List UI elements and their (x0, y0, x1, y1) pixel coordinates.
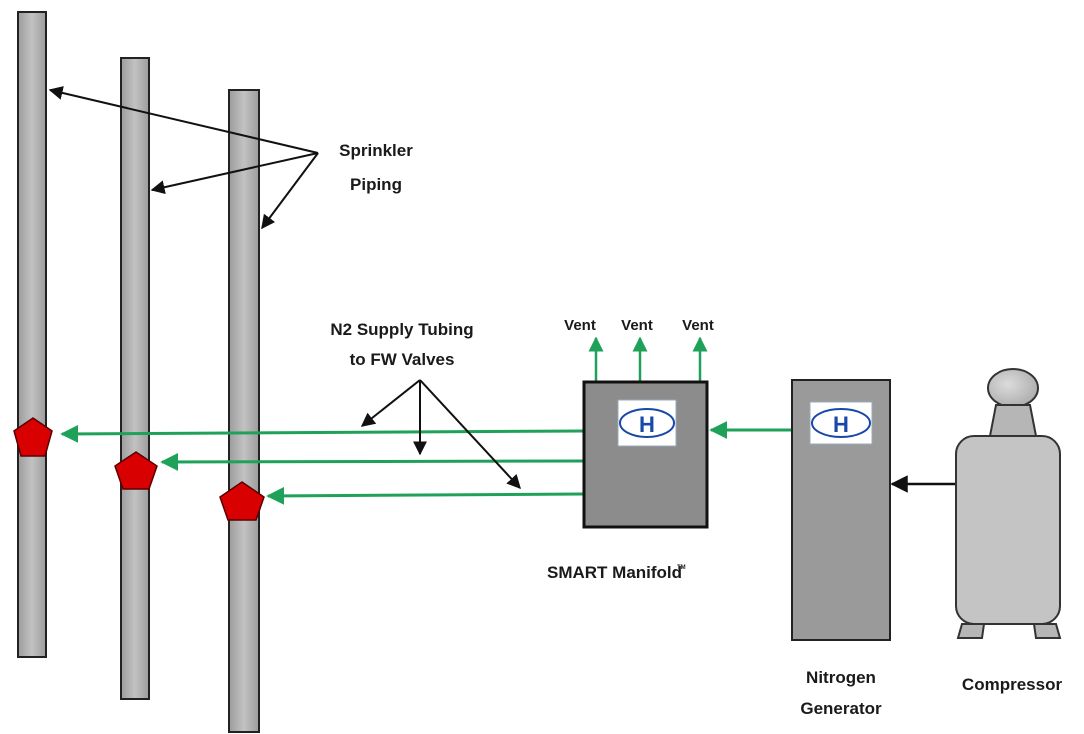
sprinkler-pipe-3 (228, 89, 260, 733)
generator-logo-icon: H (809, 401, 873, 445)
n2-label-line2: to FW Valves (350, 350, 455, 369)
n2-label-line1: N2 Supply Tubing (330, 320, 473, 339)
manifold-tm: TM (677, 565, 686, 571)
compressor-label: Compressor (962, 675, 1063, 694)
sprinkler-pipe-2 (120, 57, 150, 700)
valve-3 (219, 481, 265, 521)
vent-label-1: Vent (564, 317, 596, 334)
n2-tubing-3 (266, 486, 584, 505)
n2-tubing-1 (60, 424, 584, 443)
manifold-label: SMART Manifold (547, 563, 682, 582)
valve-1 (13, 417, 53, 457)
n2-tubing-2 (160, 452, 584, 471)
vent-label-2: Vent (621, 317, 653, 334)
svg-text:H: H (639, 412, 655, 437)
generator-label-line2: Generator (800, 699, 882, 718)
n2-arrow-3 (419, 379, 521, 490)
valve-2 (114, 451, 158, 490)
sprinkler-arrow-1 (48, 86, 319, 154)
vent-label-3: Vent (682, 317, 714, 334)
svg-text:H: H (833, 412, 849, 437)
sprinkler-pipe-1 (17, 11, 47, 658)
sprinkler-arrow-2 (150, 152, 319, 195)
n2-arrow-1 (360, 379, 421, 427)
generator-label-line1: Nitrogen (806, 668, 876, 687)
manifold-logo-icon: H (617, 399, 677, 447)
sprinkler-label-line2: Piping (350, 175, 402, 194)
compressor-unit (955, 368, 1062, 639)
sprinkler-arrow-3 (261, 152, 319, 230)
sprinkler-label-line1: Sprinkler (339, 141, 413, 160)
